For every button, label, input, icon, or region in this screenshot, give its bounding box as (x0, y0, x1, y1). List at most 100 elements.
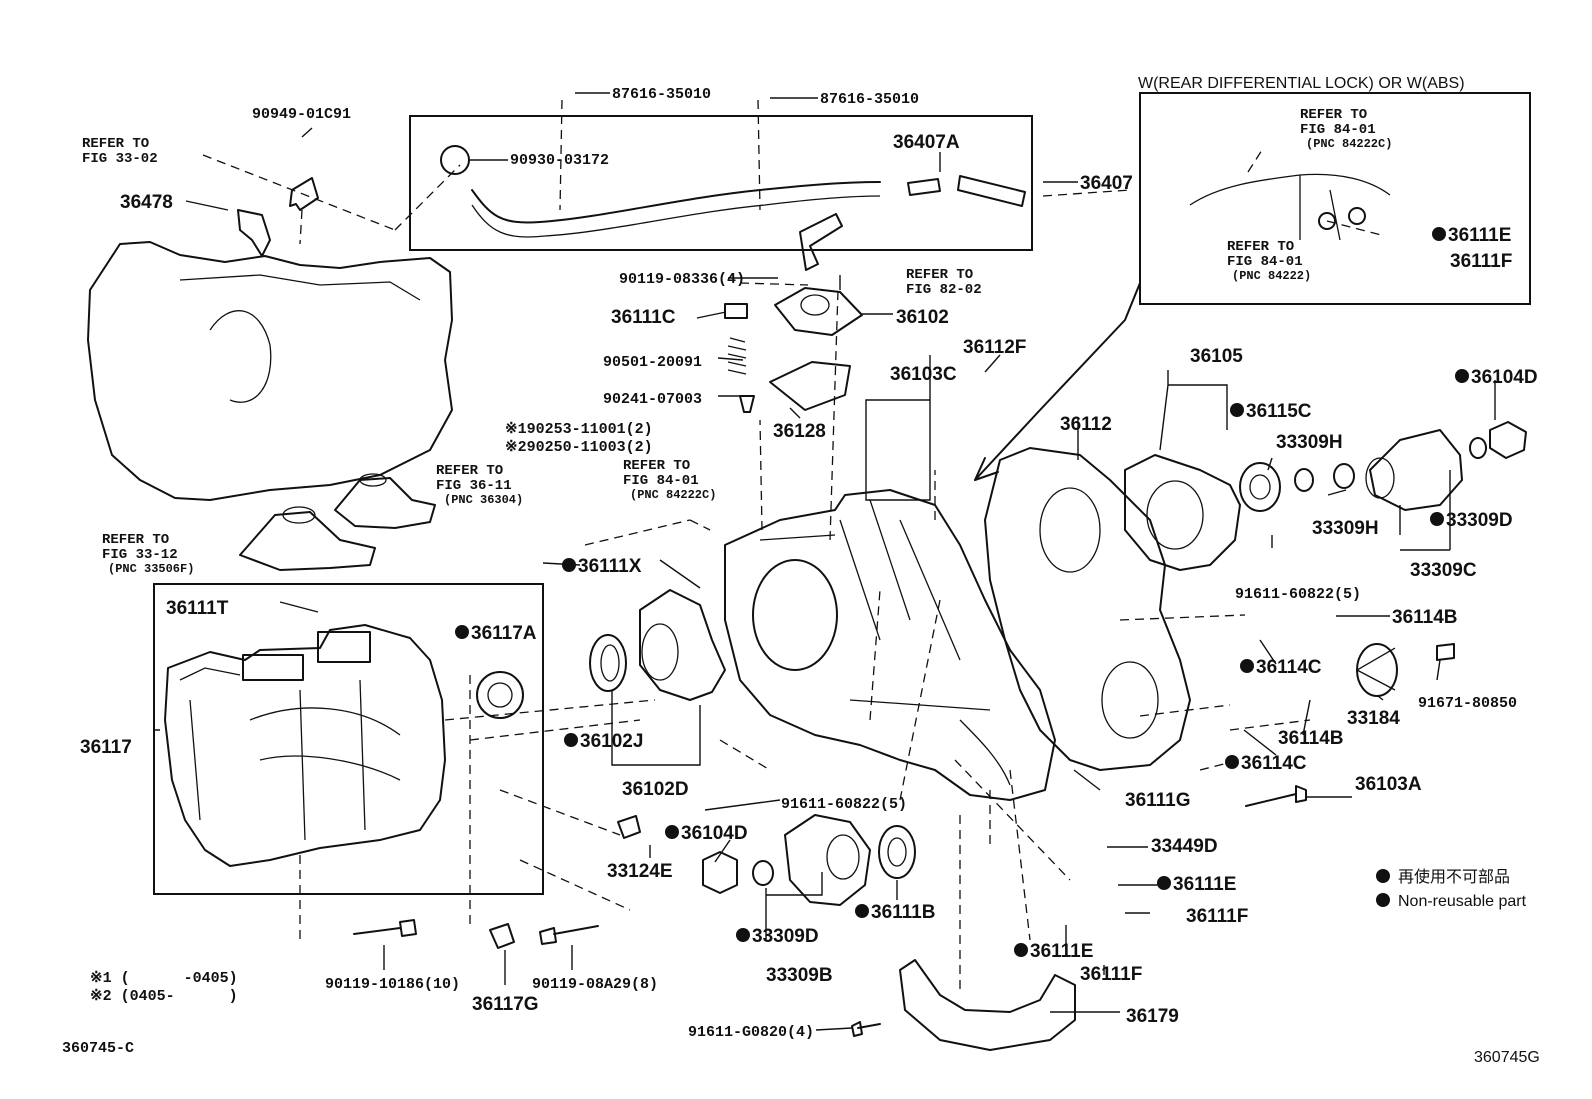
plug-36111C (724, 303, 748, 319)
hose-end (957, 175, 1026, 207)
note-2: ※2 (0405- ) (90, 988, 238, 1005)
label-90119-08336: 90119-08336(4) (619, 271, 745, 288)
label-290250: ※290250-11003(2) (505, 439, 653, 456)
damper-33184-body (1356, 647, 1396, 691)
svg-text:36111B: 36111B (871, 902, 935, 923)
svg-text:36111E: 36111E (1448, 225, 1511, 246)
label-36111F-a: 36111F (1186, 906, 1248, 927)
label-36128: 36128 (773, 421, 826, 442)
svg-text:REFER TO: REFER TO (82, 136, 149, 152)
label-36111B: 36111B (855, 902, 935, 923)
svg-text:33309D: 33309D (1446, 510, 1513, 531)
gasket-plate-b (334, 477, 436, 529)
rear-case-bore-b (1101, 661, 1159, 739)
label-36102: 36102 (896, 307, 949, 328)
leader-lines (154, 92, 1496, 1031)
label-36103A: 36103A (1355, 774, 1422, 795)
refer-36-11: REFER TO FIG 36-11 (PNC 36304) (436, 463, 523, 507)
label-36111E-b: 36111E (1014, 941, 1093, 962)
label-33309H-a: 33309H (1276, 432, 1343, 453)
label-36105: 36105 (1190, 346, 1243, 367)
refer-82-02: REFER TO FIG 82-02 (906, 267, 982, 298)
svg-text:36114C: 36114C (1256, 657, 1322, 678)
rear-case-bore-a (1039, 487, 1101, 573)
gasket-36128 (769, 361, 851, 411)
spring-90501 (727, 337, 747, 375)
label-36117: 36117 (80, 737, 132, 758)
label-91611-60822-b: 91611-60822(5) (781, 796, 907, 813)
svg-text:(PNC 33506F): (PNC 33506F) (108, 562, 194, 576)
label-36111T: 36111T (166, 598, 229, 619)
dash-lines (202, 99, 1311, 990)
seal-36111B-inner (887, 837, 907, 867)
hose-joint-36407A (907, 178, 941, 196)
label-33309H-b: 33309H (1312, 518, 1379, 539)
label-36103C: 36103C (890, 364, 957, 385)
label-36179: 36179 (1126, 1006, 1179, 1027)
refer-33-12: REFER TO FIG 33-12 (PNC 33506F) (102, 532, 194, 576)
transfer-case-ribs (759, 499, 1011, 786)
bolt-90119-08A29 (539, 925, 599, 945)
svg-text:36115C: 36115C (1246, 401, 1312, 422)
note-1: ※1 ( -0405) (90, 970, 238, 987)
svg-text:36104D: 36104D (681, 823, 748, 844)
label-87616-b: 87616-35010 (820, 91, 919, 108)
gasket-plate-b-hole (359, 473, 387, 487)
label-36117A: 36117A (455, 623, 537, 644)
washer-33309H (1294, 468, 1314, 492)
breather-hose (471, 181, 881, 224)
adapter-case-top-b (317, 631, 371, 663)
svg-text:(PNC 84222C): (PNC 84222C) (630, 488, 716, 502)
gasket-plate-a-hole (282, 506, 316, 524)
adapter-case-flange (179, 667, 401, 841)
label-36114B-b: 36114B (1278, 728, 1344, 749)
bearing-36117A (476, 671, 524, 719)
seal-36111B (878, 825, 916, 879)
breather-plug (440, 145, 470, 175)
bearing-33309H-inner (1249, 474, 1271, 500)
nut-36104D (1489, 421, 1527, 459)
svg-text:FIG 33-02: FIG 33-02 (82, 151, 158, 167)
label-91611-G0820: 91611-G0820(4) (688, 1024, 814, 1041)
cover-36102 (774, 287, 863, 336)
transmission-housing-inner (179, 274, 421, 403)
transfer-case (724, 489, 1056, 801)
svg-text:36111X: 36111X (578, 556, 642, 577)
legend-jp: 再使用不可部品 (1376, 868, 1510, 886)
label-36114B-a: 36114B (1392, 607, 1458, 628)
ring-33309H (1333, 463, 1355, 489)
assembly-arrow-head (974, 457, 999, 481)
label-36112: 36112 (1060, 414, 1112, 435)
bearing-33309H (1239, 462, 1281, 512)
svg-text:REFER TO: REFER TO (102, 532, 169, 548)
label-90930: 90930-03172 (510, 152, 609, 169)
label-36114C-a: 36114C (1240, 657, 1322, 678)
label-33309C: 33309C (1410, 560, 1477, 581)
svg-text:FIG 84-01: FIG 84-01 (623, 473, 699, 489)
breather-hose-box (409, 115, 1033, 251)
label-91671: 91671-80850 (1418, 695, 1517, 712)
bolt-91611-G0820 (851, 1021, 881, 1037)
flange-33309C-hub (1365, 457, 1395, 499)
label-36407A: 36407A (893, 132, 960, 153)
refer-84-01-inset-a: REFER TO FIG 84-01 (PNC 84222C) (1300, 107, 1392, 151)
svg-text:(PNC 84222C): (PNC 84222C) (1306, 137, 1392, 151)
label-90241: 90241-07003 (603, 391, 702, 408)
svg-text:FIG 33-12: FIG 33-12 (102, 547, 178, 563)
bracket-36478 (237, 209, 271, 257)
label-33309D-right: 33309D (1430, 510, 1513, 531)
svg-text:FIG 36-11: FIG 36-11 (436, 478, 512, 494)
label-36407: 36407 (1080, 173, 1133, 194)
label-36112F: 36112F (963, 337, 1026, 358)
refer-84-01-inset-b: REFER TO FIG 84-01 (PNC 84222) (1227, 239, 1311, 283)
label-36111F-b: 36111F (1080, 964, 1142, 985)
label-33309D-bottom: 33309D (736, 926, 819, 947)
inset-box (1139, 92, 1531, 305)
inset-sensor-drawing (1189, 173, 1391, 241)
label-36478: 36478 (120, 192, 173, 213)
svg-text:FIG 84-01: FIG 84-01 (1300, 122, 1376, 138)
extension-housing-bore (1146, 480, 1204, 550)
svg-text:REFER TO: REFER TO (623, 458, 690, 474)
label-36111E-a: 36111E (1157, 874, 1236, 895)
breather-hose-inner (471, 195, 881, 238)
